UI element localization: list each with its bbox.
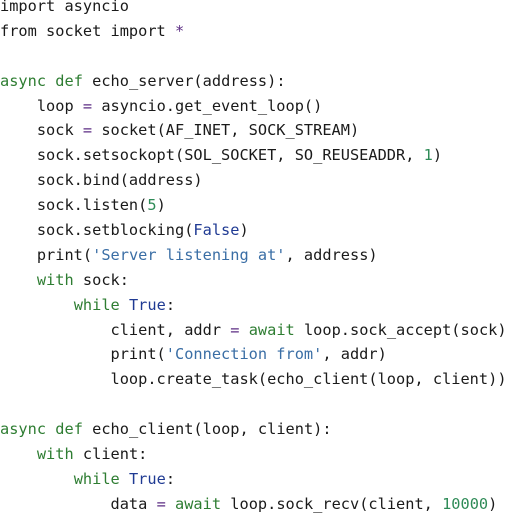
code-token-plain: sock	[0, 121, 83, 140]
code-token-plain	[0, 296, 74, 314]
code-token-plain: , address)	[285, 245, 378, 264]
code-token-plain: sock:	[73, 270, 129, 289]
code-token-kw: with	[36, 270, 74, 289]
code-token-plain: )	[432, 146, 443, 165]
code-token-plain	[0, 470, 74, 488]
code-line: sock.bind(address)	[0, 168, 507, 193]
code-token-plain: loop.sock_recv(client,	[221, 494, 443, 513]
code-token-num: 10000	[442, 494, 489, 513]
code-token-op: =	[82, 121, 93, 140]
code-token-plain: :	[165, 295, 176, 314]
code-token-plain: print(	[0, 345, 166, 364]
code-token-kw: def	[55, 420, 83, 439]
code-token-plain: loop	[0, 96, 83, 115]
code-line: print('Connection from', addr)	[0, 342, 507, 367]
code-line: with client:	[0, 442, 507, 467]
code-line: client, addr = await loop.sock_accept(so…	[0, 318, 507, 343]
code-token-plain: , addr)	[322, 345, 387, 364]
code-token-plain	[120, 470, 129, 488]
code-token-plain: socket(AF_INET, SOCK_STREAM)	[92, 121, 360, 140]
code-token-plain: sock.setblocking(	[0, 221, 194, 240]
code-token-plain: loop.sock_accept(sock)	[294, 320, 507, 339]
code-line: while True:	[0, 293, 507, 318]
code-token-plain: )	[156, 196, 166, 215]
code-line: from socket import *	[0, 19, 507, 44]
code-line: sock.listen(5)	[0, 193, 507, 218]
code-token-op: =	[156, 494, 166, 513]
code-token-plain: data	[0, 494, 157, 513]
code-token-num: 1	[423, 146, 433, 165]
code-token-plain: print(	[0, 245, 93, 264]
code-token-plain	[46, 72, 55, 90]
code-token-plain: asyncio.get_event_loop()	[92, 96, 323, 115]
code-token-plain: sock.setsockopt(SOL_SOCKET, SO_REUSEADDR…	[0, 146, 424, 165]
code-line: sock.setblocking(False)	[0, 218, 507, 243]
code-token-plain: )	[239, 221, 249, 240]
code-token-kw: await	[175, 494, 222, 513]
code-token-kw: async	[0, 71, 47, 90]
code-token-op: =	[82, 96, 93, 115]
code-token-kw: await	[248, 320, 295, 339]
code-line: async def echo_server(address):	[0, 69, 507, 94]
code-token-plain	[239, 321, 248, 339]
code-line: import asyncio	[0, 0, 507, 19]
code-token-plain: echo_server(address):	[82, 71, 286, 90]
code-line: sock = socket(AF_INET, SOCK_STREAM)	[0, 118, 507, 143]
code-token-kw: while	[73, 469, 120, 488]
code-token-plain: from socket import	[0, 21, 175, 40]
code-line: loop.create_task(echo_client(loop, clien…	[0, 367, 507, 392]
code-token-plain: client:	[73, 445, 148, 464]
code-token-plain: :	[165, 469, 176, 488]
code-token-plain	[120, 296, 129, 314]
code-token-str: 'Server listening at'	[92, 245, 286, 264]
code-token-op: =	[230, 320, 240, 339]
code-token-plain: )	[488, 494, 498, 513]
code-line: sock.setsockopt(SOL_SOCKET, SO_REUSEADDR…	[0, 143, 507, 168]
code-token-const: False	[193, 221, 240, 240]
code-listing: import asyncio from socket import * async…	[0, 0, 507, 517]
code-token-plain: import asyncio	[0, 0, 129, 15]
code-line: with sock:	[0, 268, 507, 293]
code-token-kw: while	[73, 295, 120, 314]
code-line: while True:	[0, 467, 507, 492]
code-token-op: *	[174, 21, 185, 40]
code-line: async def echo_client(loop, client):	[0, 417, 507, 442]
code-token-kw: with	[36, 445, 74, 464]
code-token-kw: async	[0, 420, 47, 439]
code-token-plain: sock.bind(address)	[0, 171, 203, 190]
code-line: loop = asyncio.get_event_loop()	[0, 94, 507, 119]
code-token-num: 5	[147, 196, 157, 215]
code-token-plain	[46, 420, 55, 438]
code-token-plain: echo_client(loop, client):	[82, 420, 332, 439]
code-token-plain	[166, 495, 175, 513]
code-token-plain: client, addr	[0, 320, 231, 339]
code-token-const: True	[128, 295, 166, 314]
code-line	[0, 44, 507, 69]
code-token-str: 'Connection from'	[165, 345, 323, 364]
code-token-const: True	[128, 469, 166, 488]
code-token-plain	[0, 271, 37, 289]
code-token-kw: def	[55, 71, 83, 90]
code-token-plain	[0, 445, 37, 463]
code-line: print('Server listening at', address)	[0, 243, 507, 268]
code-line	[0, 392, 507, 417]
code-line: data = await loop.sock_recv(client, 1000…	[0, 492, 507, 517]
code-token-plain: loop.create_task(echo_client(loop, clien…	[0, 370, 507, 389]
code-token-plain: sock.listen(	[0, 196, 148, 215]
